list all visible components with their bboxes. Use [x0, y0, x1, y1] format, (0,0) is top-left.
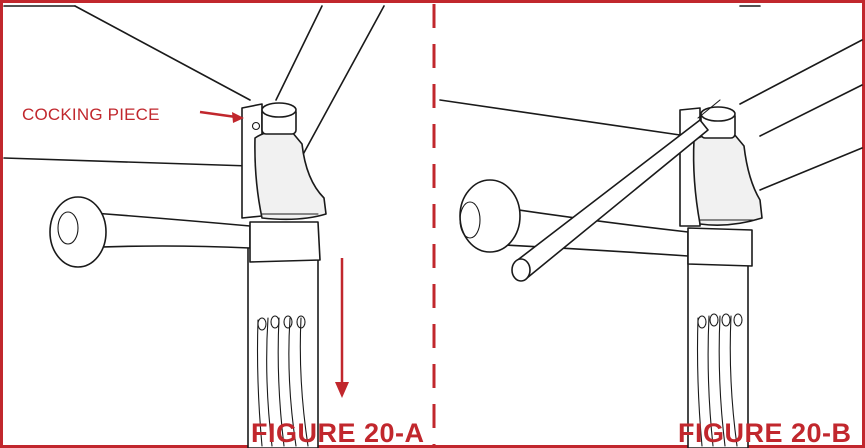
- bolt-handle-left: [49, 196, 321, 268]
- bolt-body-left: [247, 239, 319, 448]
- receiver-lines-right: [439, 5, 863, 191]
- tool-rod: [511, 99, 721, 282]
- cocking-piece-right: [679, 106, 763, 227]
- down-arrow: [335, 258, 349, 398]
- panel-right: FIGURE 20-B: [439, 5, 863, 448]
- receiver-lines-left: [3, 5, 385, 167]
- callout-leader: [199, 110, 244, 123]
- cocking-piece-left: [241, 102, 327, 221]
- cocking-piece-label: COCKING PIECE: [22, 105, 160, 124]
- caption-figure-20b: FIGURE 20-B: [678, 418, 852, 448]
- bolt-body-right: [687, 239, 749, 448]
- panel-left: COCKING PIECE FIGURE 20-A: [3, 5, 425, 448]
- caption-figure-20a: FIGURE 20-A: [251, 418, 425, 448]
